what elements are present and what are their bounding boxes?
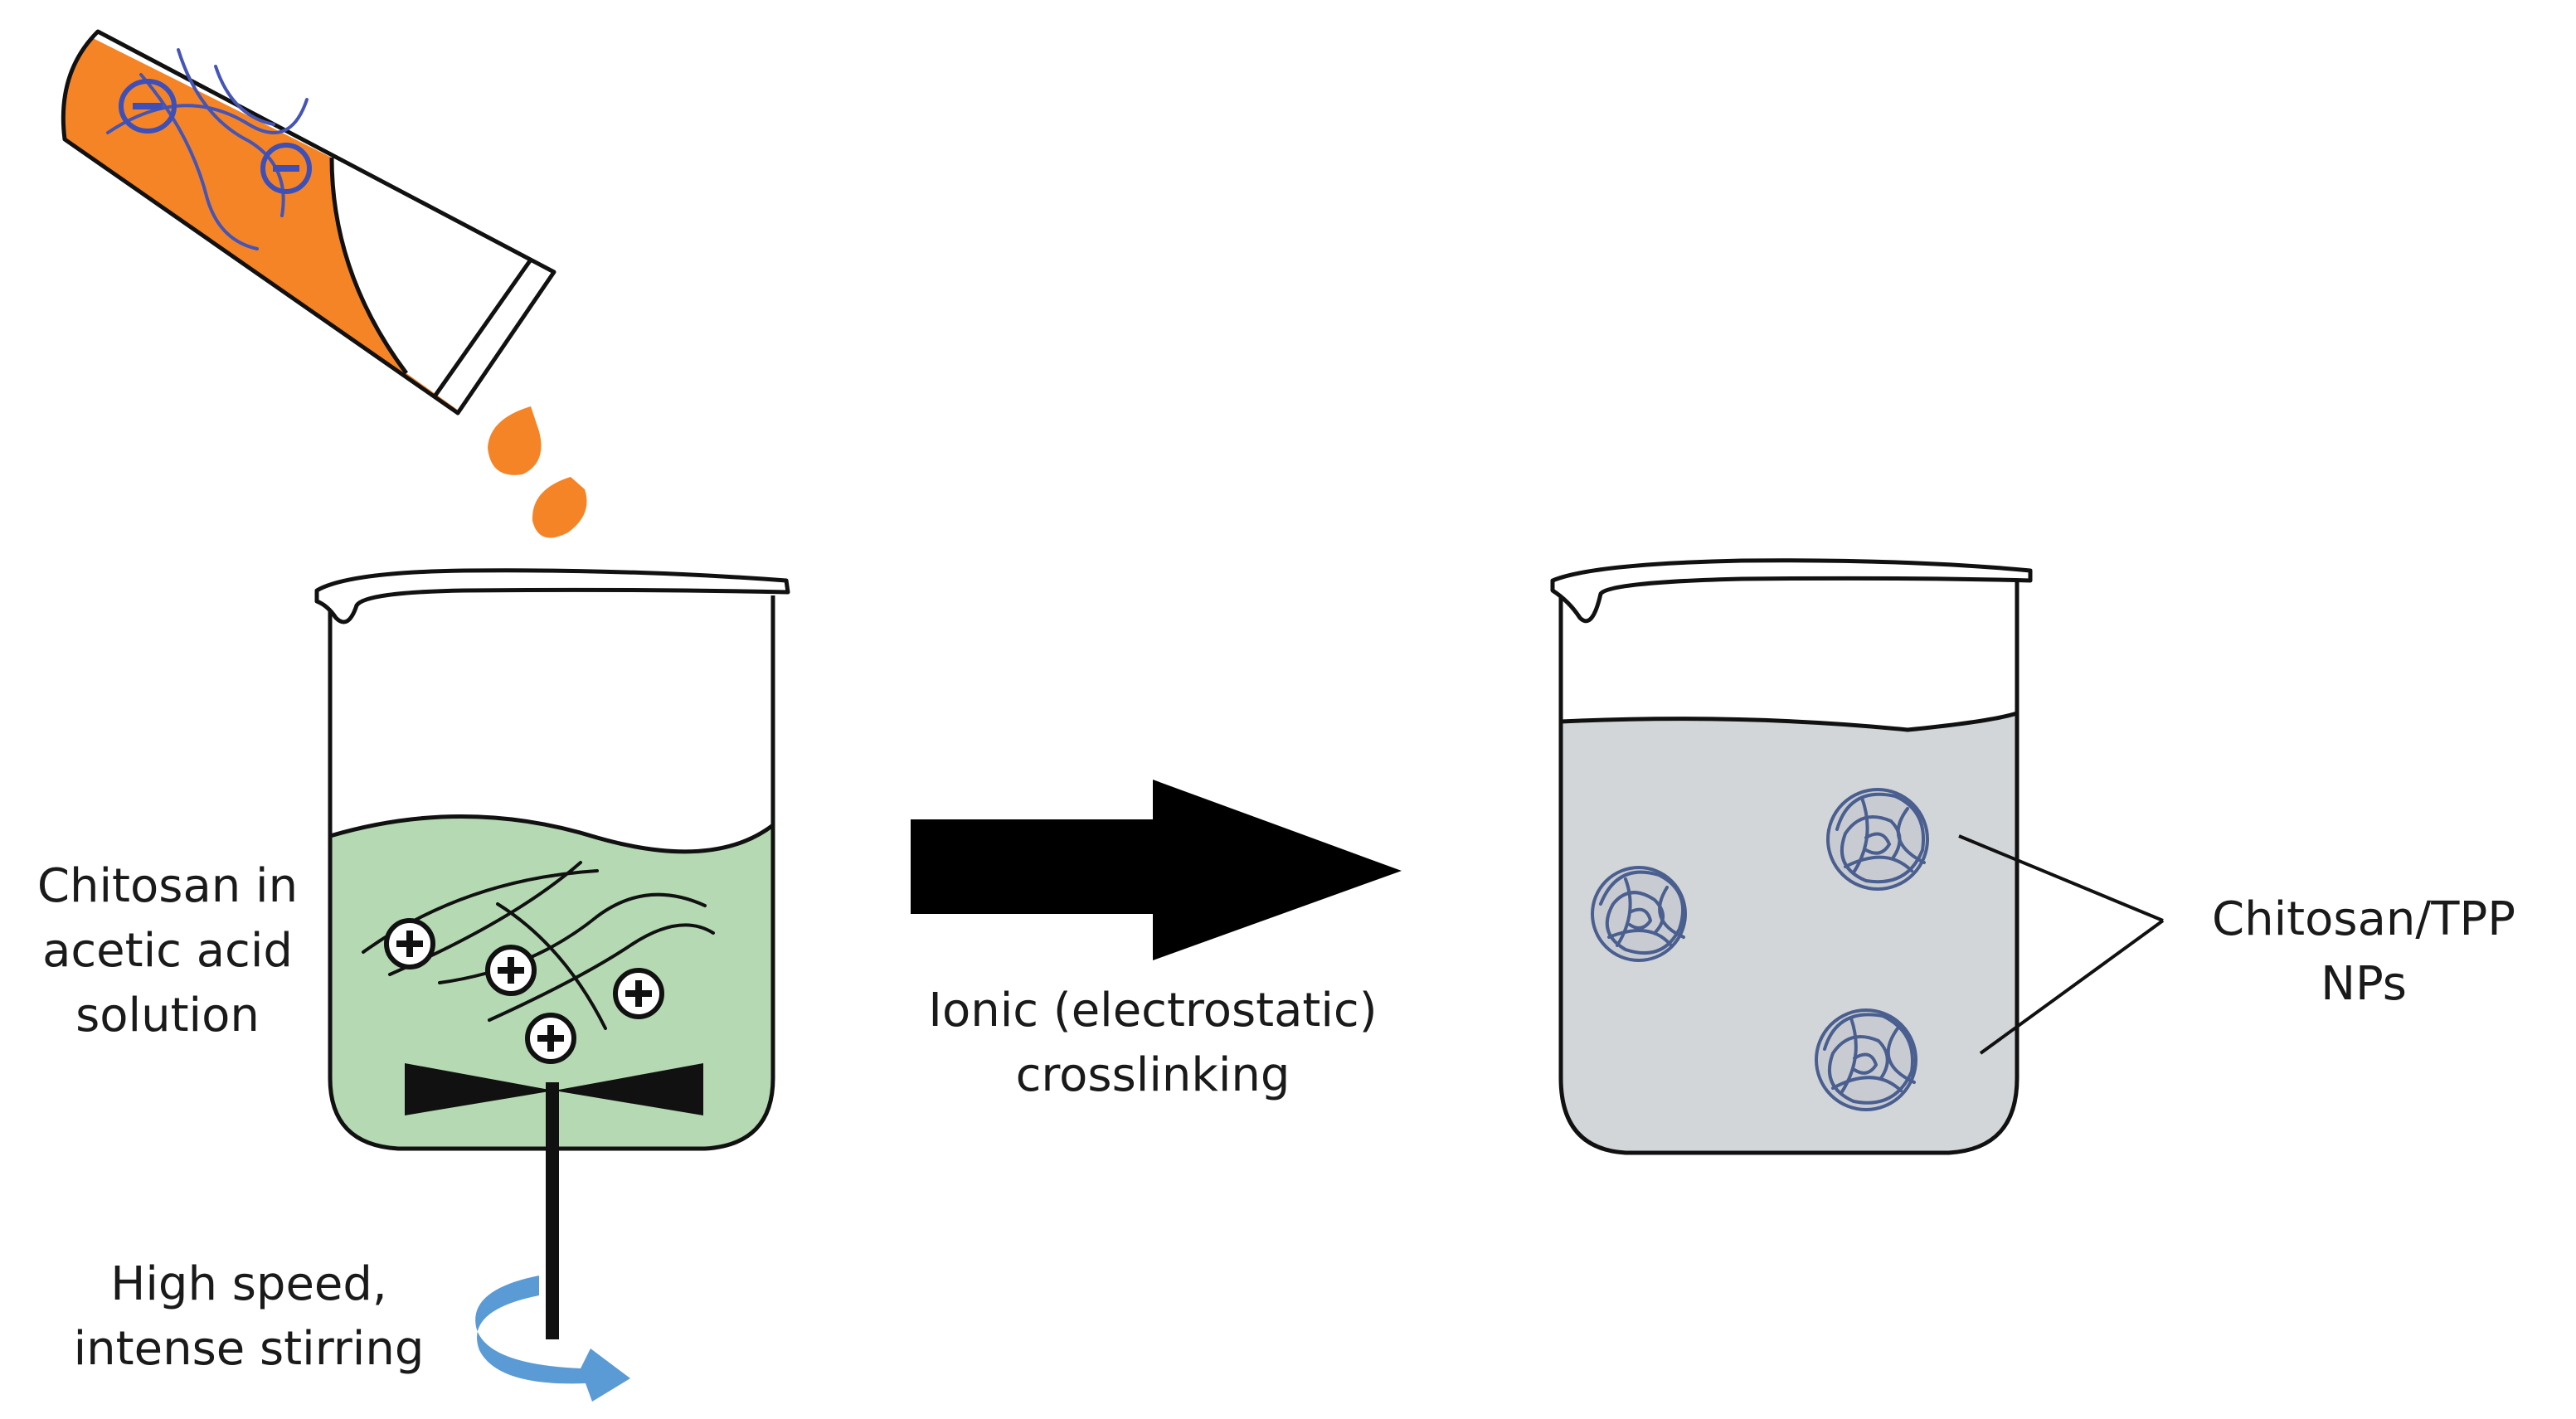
nanoparticle-callout-lines xyxy=(1958,834,2165,1055)
nanoparticles-label-line1: Chitosan/TPP xyxy=(2212,892,2515,946)
crosslinking-label-line2: crosslinking xyxy=(1015,1048,1290,1102)
beaker-rim xyxy=(314,568,790,624)
chitosan-solution-label-line1: Chitosan in xyxy=(36,859,299,913)
chitosan-solution-surface xyxy=(329,814,775,854)
chitosan-solution-label: Chitosan in acetic acid solution xyxy=(10,854,325,1048)
tpp-solution-fill xyxy=(63,32,464,413)
nanoparticles-label-line2: NPs xyxy=(2321,957,2407,1011)
chitosan-solution-label-line3: solution xyxy=(75,989,260,1042)
tpp-polymer-strands xyxy=(106,48,309,250)
stirring-label-line2: intense stirring xyxy=(73,1322,425,1376)
nanoparticle xyxy=(1591,866,1687,962)
test-tube-outline xyxy=(61,29,557,415)
nanoparticle-beaker xyxy=(1550,558,2033,1155)
test-tube-rim xyxy=(432,258,533,398)
plus-charge-icon xyxy=(384,918,435,969)
stirring-label-line1: High speed, xyxy=(110,1257,387,1311)
plus-charge-icon xyxy=(485,945,537,996)
chitosan-solution-label-line2: acetic acid xyxy=(42,924,293,978)
tpp-droplet xyxy=(532,477,587,538)
process-arrow-icon xyxy=(911,780,1402,960)
nanoparticles-label: Chitosan/TPP NPs xyxy=(2173,887,2554,1017)
beaker-outline xyxy=(1558,581,2019,1155)
tpp-droplet xyxy=(488,406,542,475)
stirring-label: High speed, intense stirring xyxy=(25,1252,473,1382)
nanoparticle xyxy=(1826,788,1929,891)
tpp-solution-surface xyxy=(329,157,409,375)
minus-charge-icon xyxy=(119,79,177,134)
chitosan-solution-fill xyxy=(330,816,773,1149)
chitosan-beaker xyxy=(314,568,790,1339)
plus-charge-icon xyxy=(613,968,664,1019)
crosslinking-label: Ionic (electrostatic) crosslinking xyxy=(879,979,1427,1108)
np-suspension-surface xyxy=(1560,711,2018,732)
rotation-arrow-icon xyxy=(475,1265,630,1402)
tpp-test-tube xyxy=(61,29,557,415)
nanoparticle xyxy=(1815,1008,1917,1111)
beaker-rim xyxy=(1550,558,2033,624)
plus-charge-icon xyxy=(525,1013,576,1064)
crosslinking-label-line1: Ionic (electrostatic) xyxy=(928,984,1378,1038)
minus-charge-icon xyxy=(260,143,312,194)
